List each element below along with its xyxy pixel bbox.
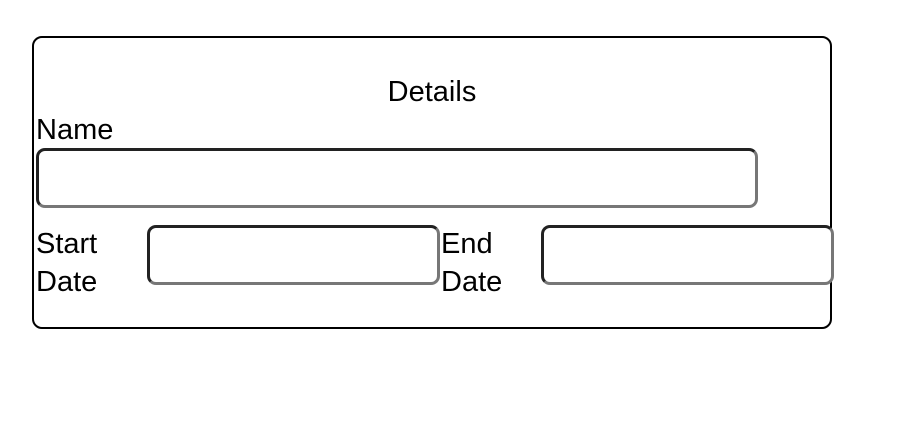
name-label: Name — [36, 114, 114, 146]
start-date-input[interactable] — [147, 225, 440, 285]
end-date-input[interactable] — [541, 225, 834, 285]
name-input[interactable] — [36, 148, 758, 208]
start-date-label: Start Date — [36, 228, 98, 298]
end-date-label: End Date — [441, 228, 503, 298]
details-panel: Details Name Start Date End Date — [32, 36, 834, 329]
panel-title: Details — [387, 76, 477, 108]
